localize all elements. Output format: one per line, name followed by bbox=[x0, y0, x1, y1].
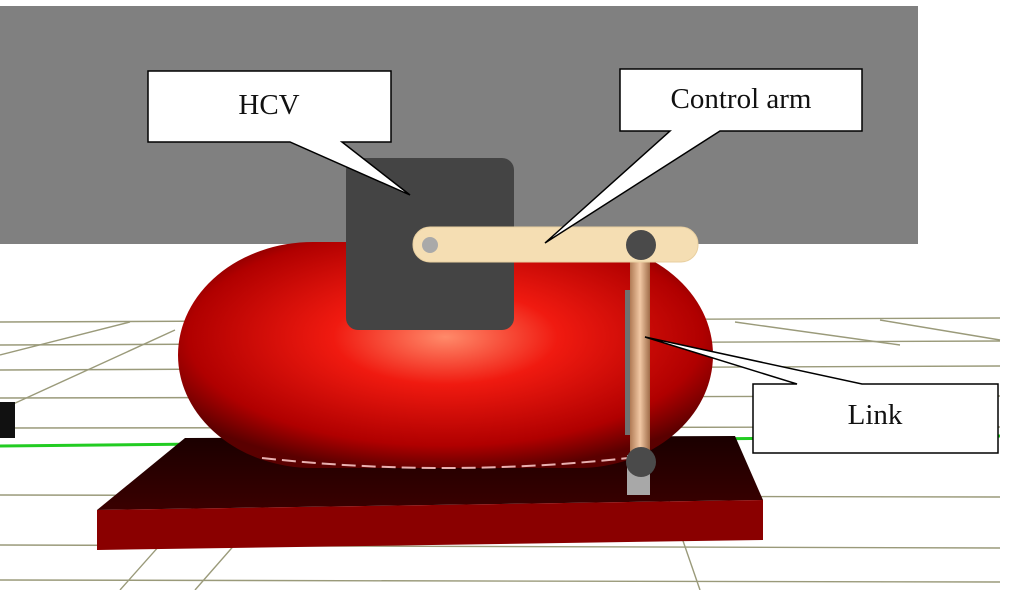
link-rod bbox=[630, 246, 650, 461]
link-rod-guide bbox=[625, 290, 630, 435]
link-label: Link bbox=[848, 399, 903, 431]
lower-joint bbox=[626, 447, 656, 477]
upper-joint bbox=[626, 230, 656, 260]
left-marker-block bbox=[0, 402, 15, 438]
callout-control-arm: Control arm bbox=[544, 68, 863, 244]
callout-link: Link bbox=[644, 336, 999, 454]
tire-contact-edge bbox=[261, 457, 629, 469]
control-arm-label: Control arm bbox=[671, 83, 812, 115]
control-arm-pivot bbox=[422, 237, 438, 253]
hcv-label: HCV bbox=[238, 89, 299, 121]
control-arm bbox=[412, 226, 699, 263]
tire bbox=[178, 242, 713, 468]
base-plate-front bbox=[97, 500, 763, 550]
callout-hcv: HCV bbox=[147, 70, 411, 196]
